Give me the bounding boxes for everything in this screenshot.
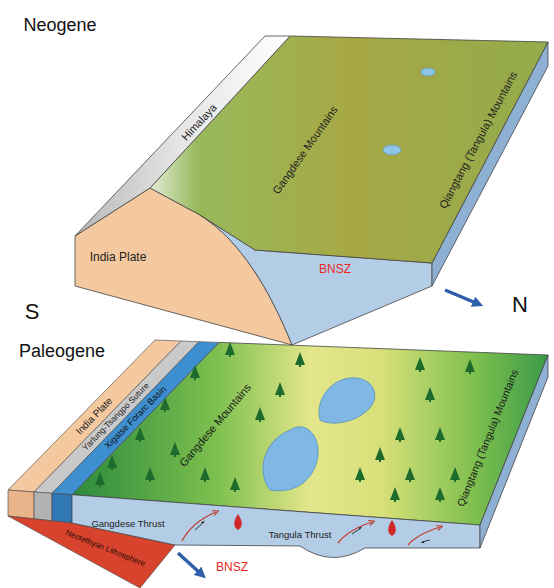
paleogene-block <box>8 340 548 588</box>
panel-title: Neogene <box>23 16 96 36</box>
forarc-band <box>52 342 219 495</box>
slip-arrow <box>422 540 430 542</box>
use-shape <box>275 382 285 397</box>
neogene-block <box>75 36 548 345</box>
panel-title: Paleogene <box>19 342 105 362</box>
forest <box>95 342 475 502</box>
thrust-fault <box>338 522 372 543</box>
use-shape <box>190 365 200 380</box>
lake <box>383 145 401 155</box>
range-label: Himalaya <box>179 101 219 143</box>
use-shape <box>135 427 145 442</box>
use-shape <box>415 357 425 372</box>
use-shape <box>170 442 180 457</box>
magma-drop <box>388 520 396 536</box>
thrust-fault <box>408 527 440 545</box>
use-shape <box>450 467 460 482</box>
lake <box>263 427 318 491</box>
range-label: Qiangtang (Tangula) Mountains <box>437 69 520 210</box>
use-shape <box>405 467 415 482</box>
thrust-fault <box>182 512 216 541</box>
subduction-arrow <box>178 553 200 573</box>
forarc-front <box>52 493 72 523</box>
use-shape <box>435 427 445 442</box>
use-shape <box>255 407 265 422</box>
use-shape <box>107 455 117 470</box>
range-label: Gangdese Mountains <box>177 381 253 469</box>
direction-label: N <box>512 293 528 317</box>
zone-label: BNSZ <box>216 561 248 574</box>
plateau-surface <box>150 36 548 263</box>
slip-arrow <box>195 522 204 530</box>
use-shape <box>390 487 400 502</box>
use-shape <box>95 472 105 487</box>
suture-band <box>34 341 199 493</box>
subduction-arrow <box>445 290 476 303</box>
use-shape <box>160 397 170 412</box>
himalaya-ridge <box>75 36 290 236</box>
use-shape <box>355 467 365 482</box>
suture-front <box>34 492 52 521</box>
use-shape <box>425 387 435 402</box>
slab-label: Neotethyan Lithosphere <box>64 529 146 569</box>
use-shape <box>295 352 305 367</box>
zone-label: BNSZ <box>319 263 351 276</box>
use-shape <box>200 467 210 482</box>
neotethyan-slab <box>8 516 175 588</box>
plate-label: India Plate <box>90 251 147 264</box>
slip-arrow <box>352 528 361 534</box>
use-shape <box>465 359 475 374</box>
lake <box>421 68 435 76</box>
use-shape <box>230 477 240 492</box>
use-shape <box>395 427 405 442</box>
use-shape <box>225 342 235 357</box>
use-shape <box>435 487 445 502</box>
fault-label: Gangdese Thrust <box>91 519 164 529</box>
india-plate-front <box>8 490 34 519</box>
direction-label: S <box>25 300 40 324</box>
tibet-crust-front <box>72 495 480 558</box>
range-label: Qiangtang (Tangula) Mountains <box>455 368 521 508</box>
fault-label: Tangula Thrust <box>269 530 332 540</box>
range-label: Gangdese Mountains <box>270 104 340 197</box>
use-shape <box>145 467 155 482</box>
magma-drop <box>234 514 242 530</box>
use-shape <box>375 447 385 462</box>
lake <box>319 378 375 423</box>
